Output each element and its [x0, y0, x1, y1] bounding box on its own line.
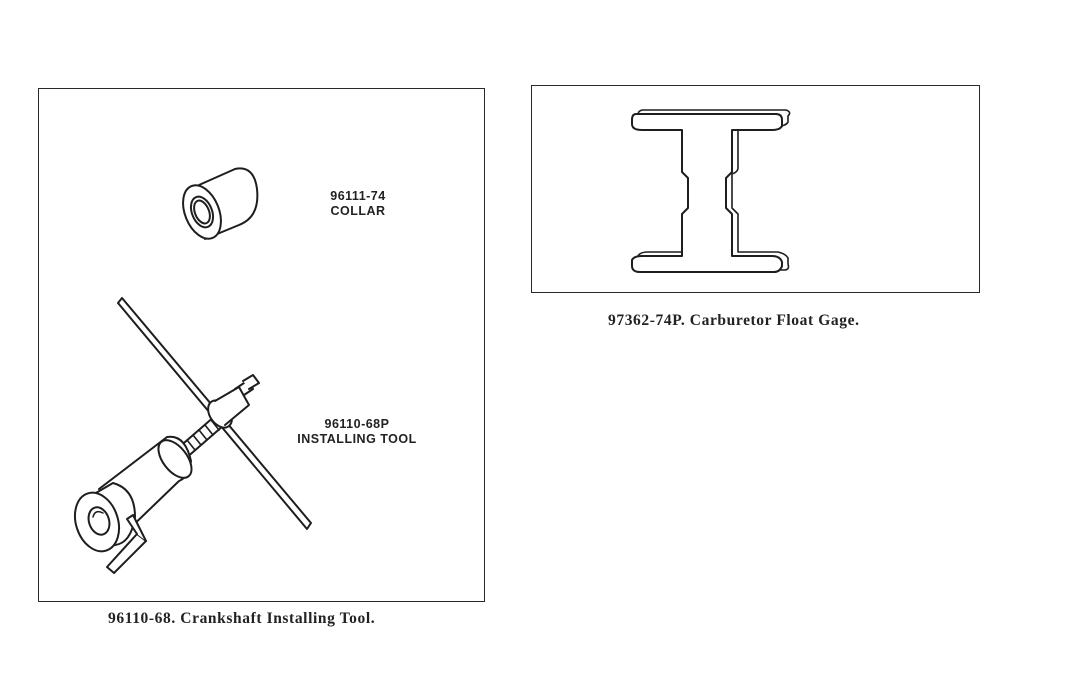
collar-callout: 96111-74 COLLAR: [305, 189, 411, 219]
collar-label: COLLAR: [330, 204, 386, 218]
crankshaft-tool-illustration: [73, 167, 312, 574]
installing-tool-part-number: 96110-68P: [324, 417, 390, 431]
collar-part-number: 96111-74: [330, 189, 386, 203]
crankshaft-tool-caption: 96110-68. Crankshaft Installing Tool.: [108, 610, 376, 627]
installing-tool-callout: 96110-68P INSTALLING TOOL: [279, 417, 435, 447]
crankshaft-tool-figure: 96111-74 COLLAR 96110-68P INSTALLING TOO…: [38, 88, 485, 602]
top-nut: [207, 374, 260, 429]
front-flange: [73, 482, 136, 553]
float-gage-illustration: [631, 109, 791, 273]
collar-drawing: [182, 167, 259, 240]
installing-tool-label: INSTALLING TOOL: [297, 432, 417, 446]
hex-key: [106, 514, 147, 574]
float-gage-figure: [531, 85, 980, 293]
float-gage-caption: 97362-74P. Carburetor Float Gage.: [608, 312, 860, 329]
